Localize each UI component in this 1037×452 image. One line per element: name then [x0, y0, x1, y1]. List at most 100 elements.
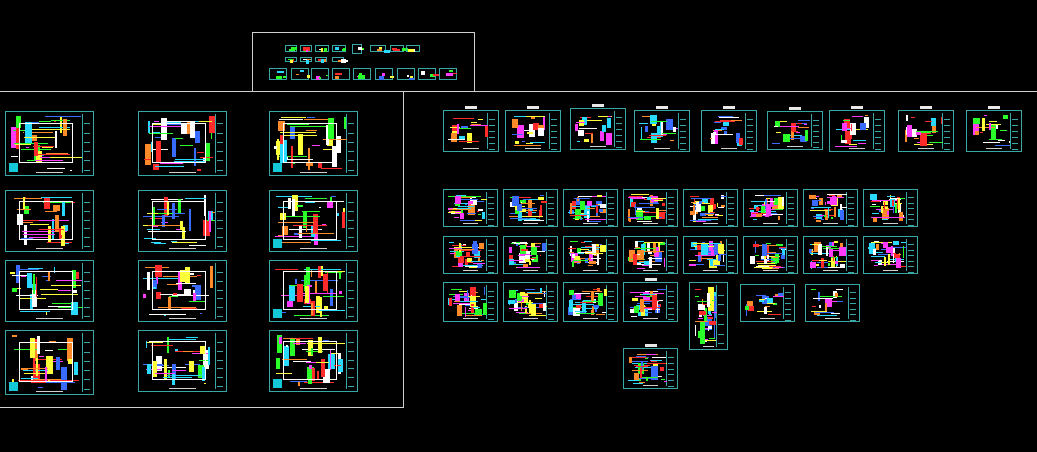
detail-sheet-row3-7[interactable] — [805, 284, 860, 322]
detail-sheet-row1-5[interactable] — [683, 189, 738, 227]
floor-plan-sheet-r2-c3[interactable] — [269, 190, 358, 252]
title-block — [726, 239, 735, 273]
detail-sheet-row2-3[interactable] — [563, 236, 618, 274]
floor-plan-sheet-r1-c1[interactable] — [5, 111, 94, 176]
sheet-caption — [702, 223, 719, 224]
legend-thumb-top-1[interactable] — [285, 45, 298, 52]
legend-thumb-bottom-5[interactable] — [353, 68, 371, 80]
title-block — [215, 263, 224, 319]
floor-plan-sheet-r1-c3[interactable] — [269, 111, 358, 176]
detail-sheet-top-6[interactable] — [767, 111, 823, 150]
drawing-area — [274, 335, 345, 387]
detail-sheet-row1-3[interactable] — [563, 189, 618, 227]
detail-sheet-row1-8[interactable] — [863, 189, 918, 227]
drawing-area — [868, 194, 906, 222]
detail-sheet-row3-2[interactable] — [503, 282, 558, 322]
sheet-tag — [465, 106, 477, 109]
detail-sheet-top-2[interactable] — [505, 110, 561, 152]
sheet-caption — [642, 270, 659, 271]
sheet-stamp — [9, 163, 18, 172]
sheet-caption — [462, 223, 479, 224]
legend-thumb-mid-1[interactable] — [285, 57, 297, 63]
sheet-stamp — [273, 379, 282, 388]
floor-plan-sheet-r3-c2[interactable] — [138, 260, 227, 322]
drawing-area — [508, 194, 547, 221]
floor-plan-sheet-r4-c2[interactable] — [138, 330, 227, 392]
title-block — [811, 114, 820, 149]
detail-sheet-top-8[interactable] — [898, 110, 954, 152]
sheet-caption — [653, 148, 671, 149]
legend-thumb-top-6[interactable] — [370, 45, 390, 53]
detail-sheet-row1-4[interactable] — [623, 189, 678, 227]
legend-thumb-bottom-9[interactable] — [439, 68, 457, 80]
floor-plan-sheet-r3-c3[interactable] — [269, 260, 358, 322]
title-block — [678, 113, 687, 150]
floor-plan-sheet-r4-c3[interactable] — [269, 330, 358, 392]
legend-thumb-top-8[interactable] — [406, 45, 420, 53]
detail-sheet-row2-5[interactable] — [683, 236, 738, 274]
legend-thumb-mid-3[interactable] — [315, 57, 327, 64]
legend-thumb-bottom-4[interactable] — [332, 68, 350, 80]
legend-thumb-mid-4[interactable] — [332, 57, 349, 63]
legend-block[interactable] — [252, 32, 475, 92]
sheet-tag — [592, 104, 604, 107]
detail-sheet-row3-4[interactable] — [623, 282, 678, 322]
floor-plan-sheet-r4-c1-alt[interactable] — [5, 330, 94, 395]
legend-thumb-bottom-3[interactable] — [311, 68, 329, 80]
legend-thumb-bottom-2[interactable] — [291, 68, 310, 80]
detail-sheet-top-4[interactable] — [634, 110, 690, 152]
drawing-area — [575, 113, 613, 145]
title-block — [666, 351, 675, 388]
floor-plan-sheet-r1-c2[interactable] — [138, 111, 227, 176]
legend-thumb-top-2[interactable] — [300, 45, 312, 53]
detail-sheet-top-7[interactable] — [829, 110, 885, 152]
detail-sheet-row2-4[interactable] — [623, 236, 678, 274]
detail-sheet-top-3[interactable] — [570, 108, 626, 150]
detail-sheet-row2-2[interactable] — [503, 236, 558, 274]
legend-thumb-top-3[interactable] — [315, 45, 329, 52]
title-block — [942, 113, 951, 150]
sheet-caption — [169, 248, 196, 249]
legend-thumb-top-7[interactable] — [390, 45, 409, 52]
sheet-stamp — [9, 382, 18, 391]
floor-plan-sheet-r2-c2[interactable] — [138, 190, 227, 252]
detail-sheet-tall-schedule[interactable] — [689, 282, 728, 350]
title-block — [346, 263, 355, 319]
sheet-caption — [822, 223, 839, 224]
detail-sheet-row4-1[interactable] — [623, 348, 678, 389]
detail-sheet-row1-7[interactable] — [803, 189, 858, 227]
detail-sheet-row3-6[interactable] — [740, 284, 795, 322]
detail-sheet-row1-6[interactable] — [743, 189, 798, 227]
title-block — [906, 192, 915, 226]
legend-thumb-mid-2[interactable] — [300, 57, 312, 64]
detail-sheet-row3-3[interactable] — [563, 282, 618, 322]
detail-sheet-top-1[interactable] — [443, 110, 499, 152]
drawing-area — [639, 115, 678, 145]
sheet-tag — [851, 106, 863, 109]
drawing-area — [143, 335, 214, 386]
floor-plan-sheet-r2-c1[interactable] — [5, 190, 94, 252]
detail-sheet-row2-7[interactable] — [803, 236, 858, 274]
detail-sheet-row3-1[interactable] — [443, 282, 498, 322]
detail-sheet-row2-8[interactable] — [863, 236, 918, 274]
legend-thumb-top-5[interactable] — [352, 44, 364, 54]
legend-thumb-top-4[interactable] — [332, 45, 346, 52]
detail-sheet-row1-2[interactable] — [503, 189, 558, 227]
sheet-stamp — [273, 309, 282, 318]
detail-sheet-top-9[interactable] — [966, 110, 1022, 152]
detail-sheet-top-5[interactable] — [701, 110, 757, 152]
floor-plan-sheet-r3-c1[interactable] — [5, 260, 94, 322]
legend-thumb-bottom-6[interactable] — [375, 68, 395, 80]
title-block — [346, 114, 355, 173]
detail-sheet-row2-6[interactable] — [743, 236, 798, 274]
legend-thumb-bottom-8[interactable] — [418, 68, 440, 80]
sheet-caption — [720, 148, 738, 149]
drawing-area — [568, 194, 607, 222]
drawing-area — [274, 195, 346, 246]
title-block — [215, 333, 224, 389]
legend-thumb-bottom-7[interactable] — [397, 68, 415, 80]
detail-sheet-row1-1[interactable] — [443, 189, 498, 227]
legend-thumb-bottom-1[interactable] — [269, 68, 287, 80]
detail-sheet-row2-1[interactable] — [443, 236, 498, 274]
